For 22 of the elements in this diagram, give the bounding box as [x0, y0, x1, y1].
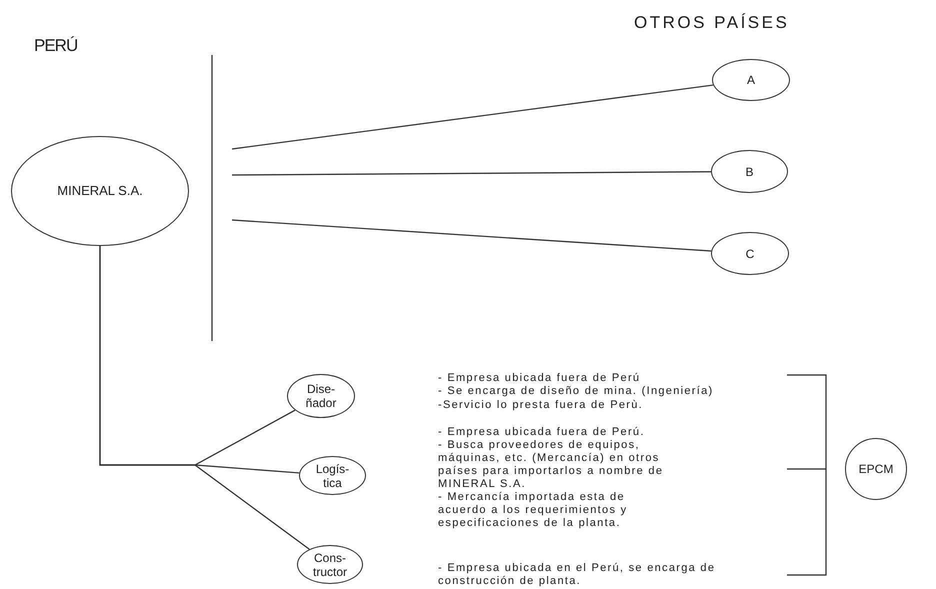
description-text: - Busca proveedores de equipos, máquinas, etc. (Mercancía) en otros países para importarlos a nombre de MINERAL S.A.: [438, 439, 664, 491]
heading-text: OTROS PAÍSES: [634, 12, 790, 34]
heading-text: PERÚ: [34, 35, 78, 57]
node-label: Logís- tica: [314, 462, 350, 490]
connector-line: [99, 246, 310, 550]
connector-line: [232, 84, 714, 150]
node-label: B: [744, 164, 754, 178]
node-label: EPCM: [858, 462, 894, 476]
description-text: - Empresa ubicada en el Perú, se encarga de construcción de planta.: [438, 562, 716, 588]
connector-line: [232, 219, 712, 252]
node-label: Cons- tructor: [312, 550, 348, 578]
description-text: - Se encarga de diseño de mina. (Ingeniería): [438, 385, 714, 398]
node-label: A: [746, 73, 756, 87]
connector-line: [232, 171, 711, 176]
description-text: - Mercancía importada esta de acuerdo a los requerimientos y especificaciones de la planta.: [438, 491, 628, 530]
node-label: Dise- ñador: [304, 382, 338, 410]
description-text: - Empresa ubicada fuera de Perú: [438, 372, 640, 385]
description-text: -Servicio lo presta fuera de Perù.: [438, 399, 643, 412]
description-text: - Empresa ubicada fuera de Perú.: [438, 426, 645, 439]
node-label: MINERAL S.A.: [56, 182, 144, 200]
ellipse-node: [287, 374, 355, 418]
node-label: C: [744, 246, 756, 260]
